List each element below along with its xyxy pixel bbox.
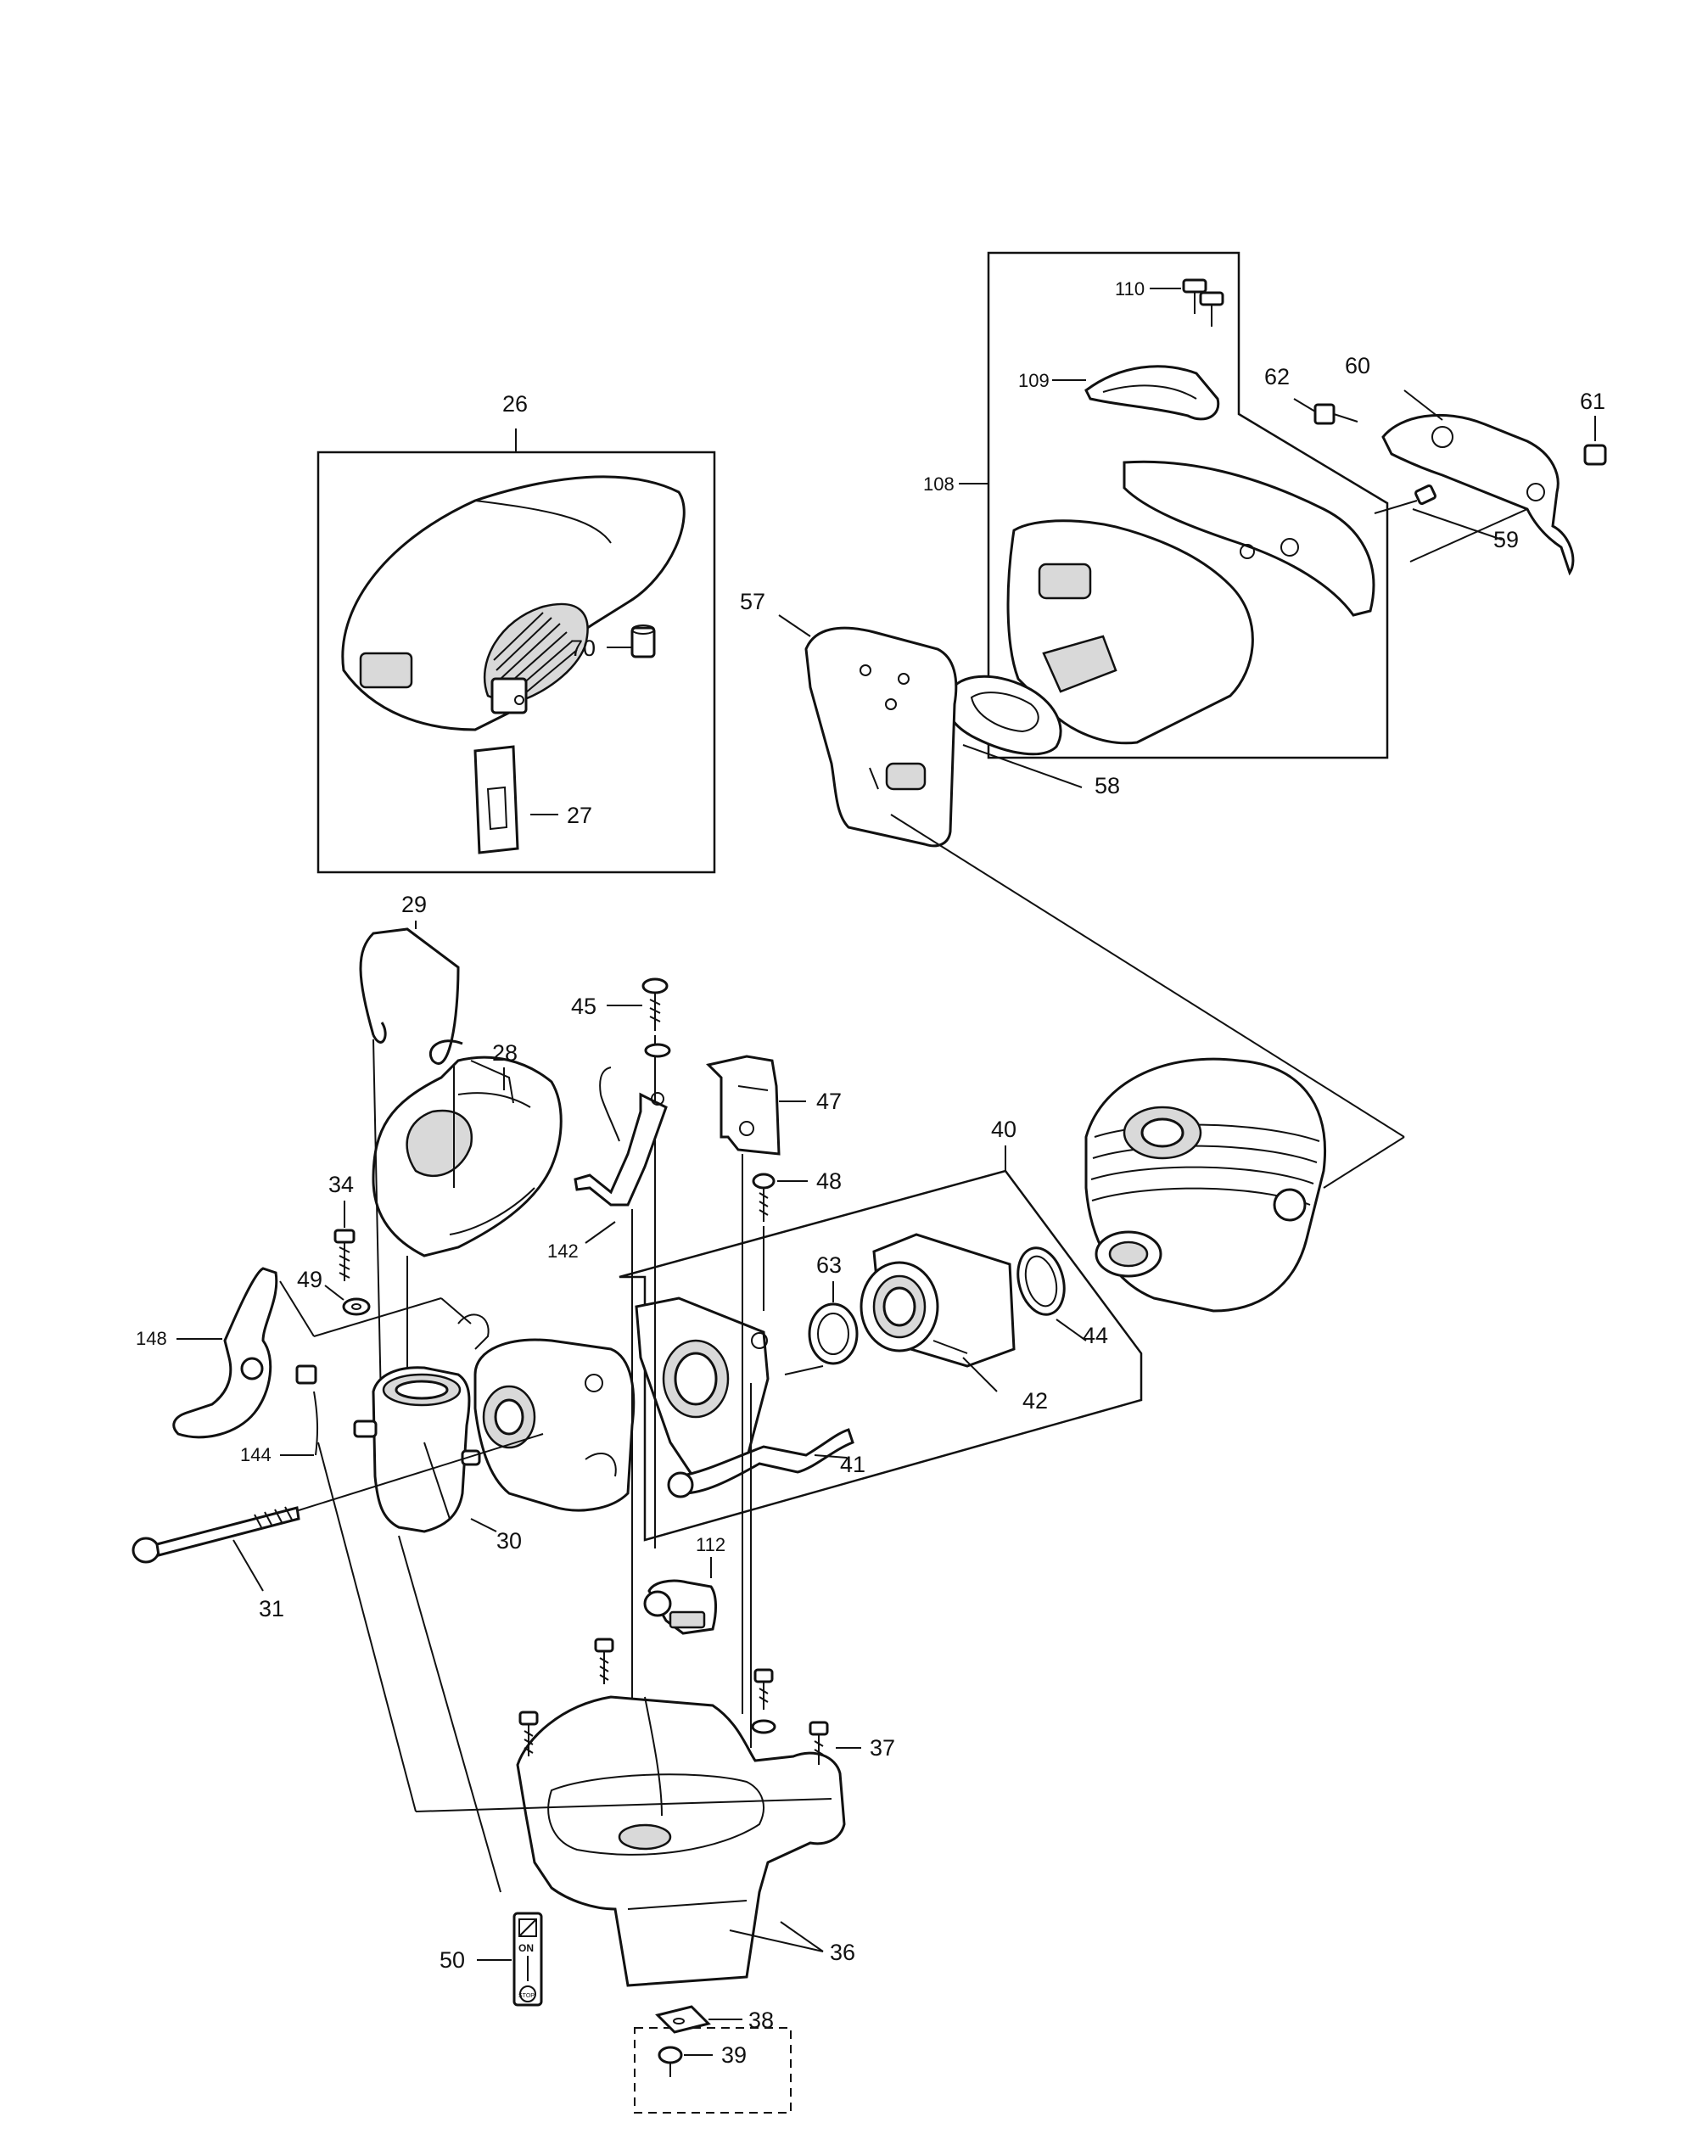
- ground-wire-142: [574, 1043, 671, 1207]
- part-label-27: 27: [567, 803, 592, 828]
- wire-clip-29: [359, 927, 463, 1065]
- part-label-44: 44: [1083, 1323, 1108, 1348]
- part-label-38: 38: [748, 2008, 774, 2033]
- part-label-70: 70: [570, 636, 596, 661]
- part-label-34: 34: [328, 1172, 354, 1197]
- part-label-110: 110: [1115, 278, 1145, 300]
- clip-112: [643, 1579, 717, 1635]
- part-label-40: 40: [991, 1117, 1016, 1142]
- plate-38: [655, 2005, 711, 2034]
- intake-manifold-42: [860, 1233, 1016, 1368]
- muffler-gasket-58: [945, 675, 1062, 756]
- screw-45: [641, 977, 669, 1031]
- muffler-body: [1006, 460, 1375, 745]
- part-label-109: 109: [1018, 370, 1050, 391]
- part-label-62: 62: [1264, 364, 1290, 389]
- part-label-41: 41: [840, 1452, 865, 1477]
- choke-lever-148: [172, 1267, 317, 1439]
- crankcase-screw-center: [594, 1638, 614, 1684]
- part-label-112: 112: [696, 1534, 725, 1555]
- crankcase-screw-37: [809, 1721, 829, 1765]
- part-label-144: 144: [240, 1444, 272, 1465]
- screw-34: [333, 1229, 356, 1281]
- carb-holder-flange: [635, 1296, 770, 1482]
- part-label-42: 42: [1022, 1388, 1048, 1414]
- part-label-37: 37: [870, 1735, 895, 1761]
- part-label-39: 39: [721, 2042, 747, 2068]
- part-label-29: 29: [401, 892, 427, 917]
- air-filter-cover: [341, 475, 686, 731]
- part-label-28: 28: [492, 1040, 518, 1066]
- bracket-screw-62: [1313, 403, 1358, 425]
- part-label-61: 61: [1580, 389, 1605, 414]
- part-label-48: 48: [816, 1168, 842, 1194]
- air-filter-28: [372, 1056, 563, 1257]
- screw-39: [658, 2046, 683, 2077]
- part-label-49: 49: [297, 1267, 322, 1292]
- clamp-ring-63: [808, 1302, 859, 1365]
- heat-shield-57: [804, 626, 958, 848]
- cover-plate-27: [473, 745, 519, 854]
- group-box-108: [987, 251, 1389, 759]
- impulse-hose-41: [667, 1428, 854, 1498]
- muffler-bolt-59: [1374, 484, 1436, 514]
- retainer-ring-44: [1016, 1246, 1066, 1316]
- part-label-47: 47: [816, 1089, 842, 1114]
- cylinder: [1084, 1057, 1326, 1313]
- crankcase-bottom-36: [516, 1695, 846, 1987]
- switch-on-text: ON: [518, 1942, 534, 1954]
- part-label-57: 57: [740, 589, 765, 614]
- crankcase-screw-right: [751, 1668, 776, 1734]
- part-label-50: 50: [440, 1947, 465, 1973]
- part-label-142: 142: [547, 1240, 579, 1262]
- part-label-60: 60: [1345, 353, 1370, 378]
- muffler-bracket-60: [1381, 413, 1575, 576]
- part-label-108: 108: [923, 473, 955, 495]
- muffler-screws-110: [1182, 278, 1224, 327]
- spark-arrestor-109: [1084, 365, 1220, 421]
- crankcase-screw-left: [518, 1711, 539, 1756]
- bracket-47: [706, 1055, 781, 1156]
- cover-nut-70: [630, 624, 656, 658]
- long-bolt-31: [132, 1506, 300, 1564]
- part-label-26: 26: [502, 391, 528, 417]
- carburetor: [457, 1313, 636, 1512]
- washer-49: [342, 1297, 371, 1316]
- bracket-nut-61: [1583, 444, 1607, 466]
- part-label-36: 36: [830, 1940, 855, 1965]
- part-label-58: 58: [1095, 773, 1120, 798]
- part-label-30: 30: [496, 1528, 522, 1554]
- switch-stop-text: STOP: [518, 1993, 535, 1999]
- part-label-59: 59: [1493, 527, 1519, 552]
- part-label-63: 63: [816, 1252, 842, 1278]
- screw-48: [752, 1173, 776, 1222]
- part-label-148: 148: [136, 1328, 167, 1349]
- switch-plate-50: ON STOP: [512, 1912, 543, 2007]
- part-label-31: 31: [259, 1596, 284, 1621]
- part-label-45: 45: [571, 994, 596, 1019]
- carb-adaptor-30: [353, 1366, 481, 1533]
- dashed-group-box: [634, 2027, 792, 2114]
